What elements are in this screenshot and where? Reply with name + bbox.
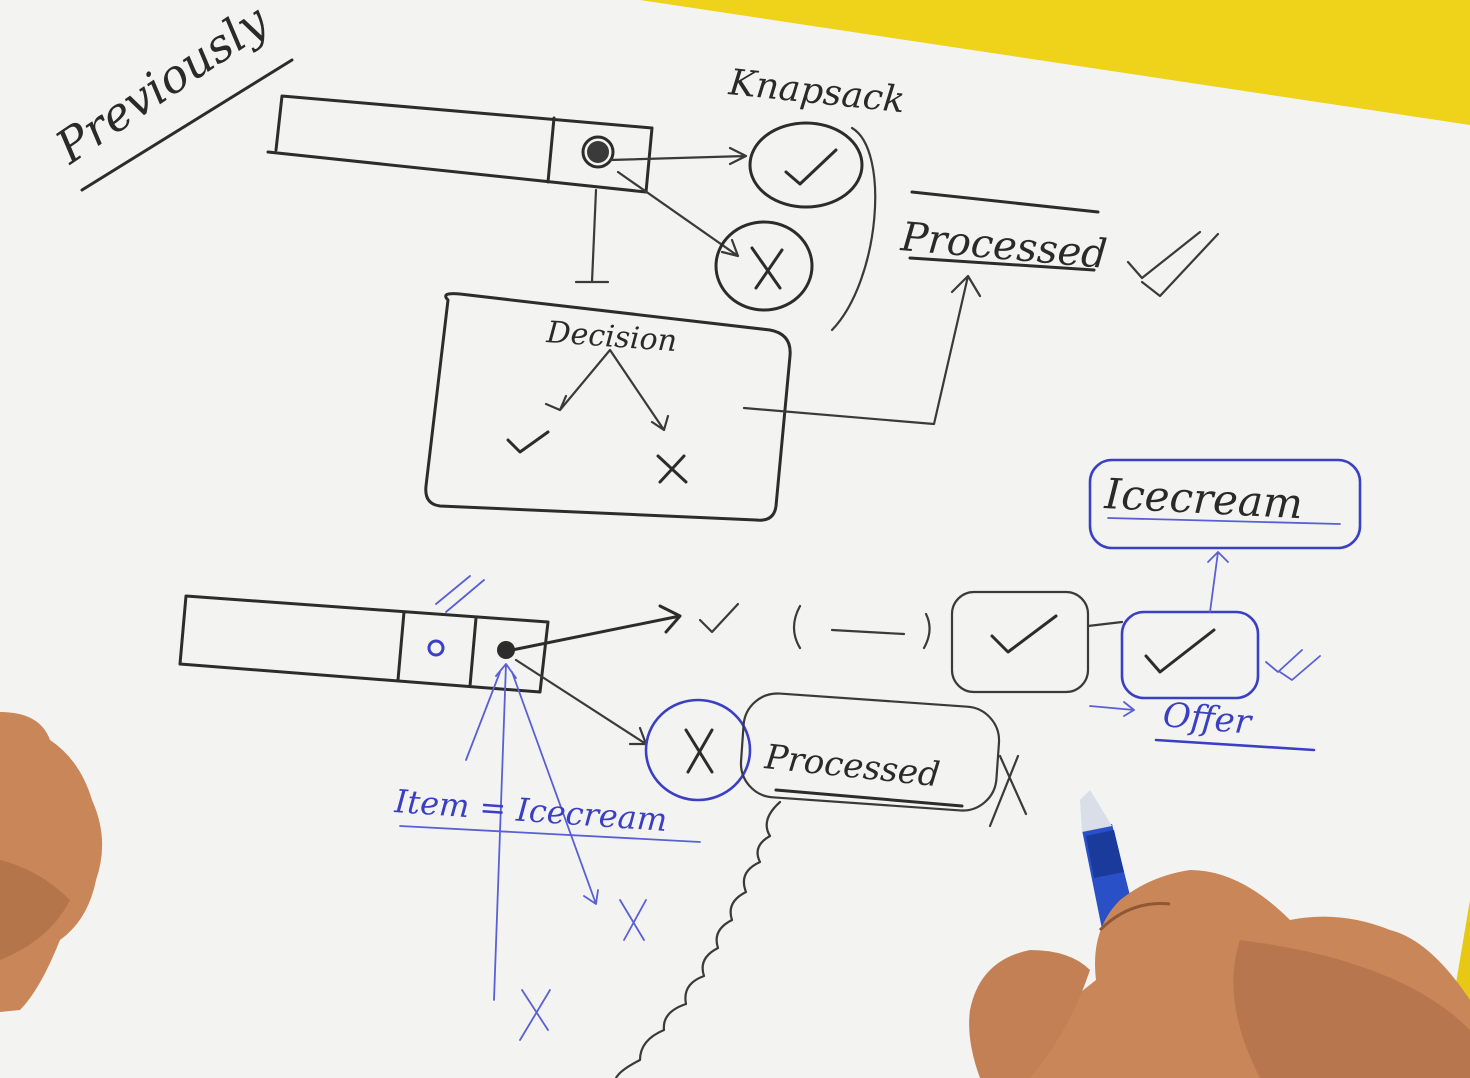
offer-label: Offer bbox=[1161, 695, 1254, 743]
arrow-to-x-circle bbox=[616, 170, 740, 258]
sequence-ellipsis bbox=[792, 604, 931, 650]
bottom-diagram: Icecream Offer Processed Item = Icecream bbox=[178, 458, 1362, 1078]
left-hand bbox=[0, 712, 103, 1012]
processed-top-overline bbox=[910, 190, 1100, 214]
item-arrow-down bbox=[511, 671, 599, 905]
processed-top-double-check bbox=[1126, 230, 1220, 298]
bottom-array-bar bbox=[178, 594, 550, 694]
right-hand-with-pen bbox=[969, 790, 1470, 1078]
right-hand-shadow bbox=[1233, 940, 1470, 1078]
decision-check bbox=[506, 430, 550, 454]
pen-grip bbox=[1086, 830, 1124, 878]
right-hand-knuckle bbox=[1098, 902, 1171, 932]
icecream-box bbox=[1088, 458, 1362, 550]
processed-bottom-box bbox=[739, 692, 1001, 812]
top-pointer-ring bbox=[581, 135, 615, 169]
decision-box bbox=[424, 292, 792, 522]
offer-check-box bbox=[1120, 610, 1260, 700]
processed-bottom-underline bbox=[774, 788, 964, 808]
item-x-2 bbox=[519, 989, 551, 1041]
arrow-to-check-sequence bbox=[510, 604, 682, 652]
link-to-offer-box bbox=[1086, 620, 1124, 628]
check-circle-top bbox=[748, 121, 864, 209]
previously-underline bbox=[80, 58, 294, 192]
wavy-boundary bbox=[614, 800, 782, 1078]
x-circle-bottom bbox=[644, 698, 752, 802]
right-hand-thumb bbox=[969, 950, 1090, 1078]
offer-check-box-mark bbox=[1144, 628, 1216, 674]
curved-return-arrow bbox=[830, 126, 877, 332]
item-icecream-underline bbox=[399, 825, 701, 843]
yellow-background bbox=[640, 0, 1470, 125]
decision-x bbox=[656, 454, 688, 484]
offer-underline bbox=[1154, 738, 1316, 752]
arrow-decision-to-processed bbox=[742, 274, 982, 426]
top-array-bar bbox=[266, 94, 654, 194]
sequence-check-1 bbox=[698, 602, 740, 634]
offer-double-check bbox=[1265, 649, 1321, 681]
arrow-up-to-icecream bbox=[1207, 551, 1229, 613]
check-box-middle bbox=[950, 590, 1090, 694]
processed-bottom-cross bbox=[988, 754, 1028, 828]
icecream-underline bbox=[1107, 517, 1341, 525]
processed-top-underline bbox=[908, 256, 1096, 272]
x-mark-bottom bbox=[684, 728, 714, 774]
item-arrow-left bbox=[465, 671, 501, 761]
arrow-to-check-circle bbox=[608, 146, 748, 166]
top-pointer-dot bbox=[587, 141, 609, 163]
bottom-pointer-marker bbox=[435, 575, 485, 613]
item-x-1 bbox=[619, 899, 647, 941]
left-hand-shadow bbox=[0, 860, 70, 960]
x-mark-top bbox=[750, 246, 784, 290]
x-circle-top bbox=[714, 220, 814, 312]
offer-arrow bbox=[1089, 701, 1135, 717]
check-box-middle-mark bbox=[990, 614, 1058, 654]
bottom-pointer-black bbox=[497, 641, 515, 659]
pen-tip bbox=[1080, 790, 1112, 832]
down-arrow-to-decision bbox=[574, 188, 610, 284]
bottom-pointer-blue bbox=[427, 639, 445, 657]
decision-branch bbox=[544, 348, 670, 432]
check-mark-top bbox=[784, 148, 838, 186]
